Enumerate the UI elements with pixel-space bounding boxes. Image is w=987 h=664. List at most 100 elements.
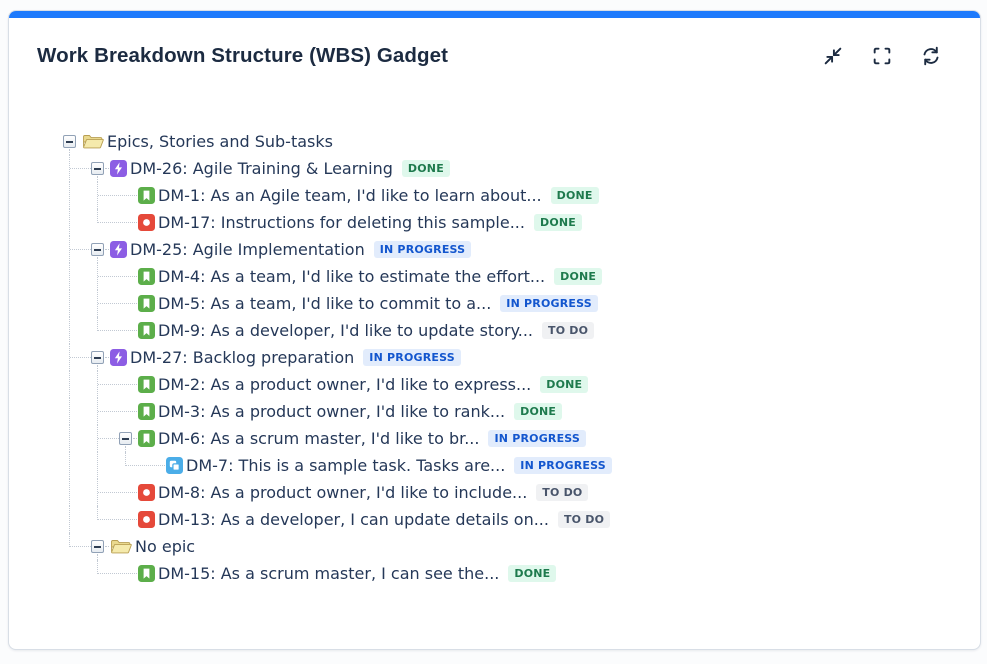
tree-guide-line bbox=[97, 560, 98, 574]
minus-glyph bbox=[94, 356, 101, 359]
tree-guide-line bbox=[69, 533, 70, 547]
issue-label-dm-4[interactable]: DM-4: As a team, I'd like to estimate th… bbox=[158, 267, 546, 286]
story-icon bbox=[138, 322, 155, 339]
indent-spacer bbox=[119, 195, 138, 196]
minus-glyph bbox=[122, 437, 129, 440]
tree-guide-line bbox=[69, 479, 70, 506]
issue-label-dm-5[interactable]: DM-5: As a team, I'd like to commit to a… bbox=[158, 294, 492, 313]
issue-label-dm-26[interactable]: DM-26: Agile Training & Learning bbox=[130, 159, 393, 178]
fullscreen-icon bbox=[871, 45, 893, 67]
tree-guide-line bbox=[98, 276, 137, 277]
status-badge-inprogress: IN PROGRESS bbox=[514, 457, 612, 474]
fullscreen-button[interactable] bbox=[871, 45, 893, 67]
tree-guide-line bbox=[98, 573, 137, 574]
epic-icon bbox=[110, 349, 127, 366]
tree-guide-line bbox=[98, 195, 137, 196]
tree-guide-line bbox=[97, 425, 98, 452]
header-actions bbox=[795, 45, 942, 67]
tree-row-dm-8: DM-8: As a product owner, I'd like to in… bbox=[63, 479, 960, 506]
tree-guide-line bbox=[69, 317, 70, 344]
tree-row-dm-26: DM-26: Agile Training & Learning DONE bbox=[63, 155, 960, 182]
tree-row-dm-4: DM-4: As a team, I'd like to estimate th… bbox=[63, 263, 960, 290]
status-badge-done: DONE bbox=[554, 268, 603, 285]
issue-label-dm-3[interactable]: DM-3: As a product owner, I'd like to ra… bbox=[158, 402, 506, 421]
page-title: Work Breakdown Structure (WBS) Gadget bbox=[37, 44, 449, 67]
tree-guide-line bbox=[126, 465, 165, 466]
tree-guide-line bbox=[97, 290, 98, 317]
indent-spacer bbox=[119, 303, 138, 304]
tree-guide-line bbox=[97, 257, 98, 263]
wbs-gadget-card: Work Breakdown Structure (WBS) Gadget bbox=[8, 10, 981, 650]
tree-guide-line bbox=[69, 371, 70, 398]
issue-label-dm-15[interactable]: DM-15: As a scrum master, I can see the.… bbox=[158, 564, 500, 583]
tree-guide-line bbox=[98, 303, 137, 304]
tree-guide-line bbox=[69, 209, 70, 236]
status-badge-done: DONE bbox=[401, 160, 450, 177]
tree-guide-line bbox=[69, 263, 70, 290]
story-icon bbox=[138, 187, 155, 204]
issue-label-dm-27[interactable]: DM-27: Backlog preparation bbox=[130, 348, 355, 367]
story-icon bbox=[138, 565, 155, 582]
status-badge-inprogress: IN PROGRESS bbox=[373, 241, 472, 258]
tree-row-dm-5: DM-5: As a team, I'd like to commit to a… bbox=[63, 290, 960, 317]
folder-icon bbox=[110, 538, 132, 555]
tree-guide-line bbox=[98, 492, 137, 493]
toggle-dm-26[interactable] bbox=[91, 162, 104, 175]
tree-guide-line bbox=[98, 438, 119, 439]
story-icon bbox=[138, 295, 155, 312]
tree-row-epics-root: Epics, Stories and Sub-tasks bbox=[63, 128, 960, 155]
refresh-icon bbox=[920, 45, 942, 67]
tree-guide-line bbox=[97, 209, 98, 223]
folder-icon bbox=[82, 133, 104, 150]
status-badge-done: DONE bbox=[508, 565, 557, 582]
status-badge-inprogress: IN PROGRESS bbox=[500, 295, 598, 312]
issue-label-dm-17[interactable]: DM-17: Instructions for deleting this sa… bbox=[158, 213, 525, 232]
tree-guide-line bbox=[105, 357, 109, 358]
gadget-accent-bar bbox=[9, 11, 980, 18]
tree-guide-line bbox=[70, 249, 91, 250]
indent-spacer bbox=[119, 384, 138, 385]
tree-guide-line bbox=[98, 384, 137, 385]
tree-guide-line bbox=[97, 554, 98, 560]
status-badge-done: DONE bbox=[550, 187, 599, 204]
tree-guide-line bbox=[97, 182, 98, 209]
issue-label-dm-7[interactable]: DM-7: This is a sample task. Tasks are..… bbox=[186, 456, 506, 475]
bug-icon bbox=[138, 484, 155, 501]
minus-glyph bbox=[66, 140, 73, 143]
issue-label-dm-1[interactable]: DM-1: As an Agile team, I'd like to lear… bbox=[158, 186, 542, 205]
status-badge-todo: TO DO bbox=[536, 484, 589, 501]
tree-guide-line bbox=[97, 317, 98, 331]
issue-label-dm-6[interactable]: DM-6: As a scrum master, I'd like to br.… bbox=[158, 429, 480, 448]
toggle-dm-27[interactable] bbox=[91, 351, 104, 364]
toggle-epics-root[interactable] bbox=[63, 135, 76, 148]
tree-row-dm-2: DM-2: As a product owner, I'd like to ex… bbox=[63, 371, 960, 398]
group-label-epics-root: Epics, Stories and Sub-tasks bbox=[107, 132, 333, 151]
indent-spacer bbox=[119, 519, 138, 520]
issue-label-dm-9[interactable]: DM-9: As a developer, I'd like to update… bbox=[158, 321, 534, 340]
tree-guide-line bbox=[97, 398, 98, 425]
toggle-dm-6[interactable] bbox=[119, 432, 132, 445]
issue-label-dm-2[interactable]: DM-2: As a product owner, I'd like to ex… bbox=[158, 375, 532, 394]
tree-guide-line bbox=[69, 149, 70, 155]
tree-guide-line bbox=[70, 168, 91, 169]
gadget-header: Work Breakdown Structure (WBS) Gadget bbox=[9, 18, 980, 68]
toggle-no-epic[interactable] bbox=[91, 540, 104, 553]
toggle-dm-25[interactable] bbox=[91, 243, 104, 256]
tree-guide-line bbox=[69, 398, 70, 425]
refresh-button[interactable] bbox=[920, 45, 942, 67]
issue-label-dm-13[interactable]: DM-13: As a developer, I can update deta… bbox=[158, 510, 549, 529]
status-badge-done: DONE bbox=[540, 376, 589, 393]
tree-guide-line bbox=[70, 357, 91, 358]
indent-spacer bbox=[119, 276, 138, 277]
tree-guide-line bbox=[98, 519, 137, 520]
issue-label-dm-25[interactable]: DM-25: Agile Implementation bbox=[130, 240, 365, 259]
collapse-button[interactable] bbox=[822, 45, 844, 67]
tree-guide-line bbox=[69, 506, 70, 533]
bug-icon bbox=[138, 511, 155, 528]
issue-label-dm-8[interactable]: DM-8: As a product owner, I'd like to in… bbox=[158, 483, 528, 502]
tree-row-dm-17: DM-17: Instructions for deleting this sa… bbox=[63, 209, 960, 236]
tree-guide-line bbox=[97, 452, 98, 479]
indent-spacer bbox=[119, 330, 138, 331]
tree-row-dm-13: DM-13: As a developer, I can update deta… bbox=[63, 506, 960, 533]
